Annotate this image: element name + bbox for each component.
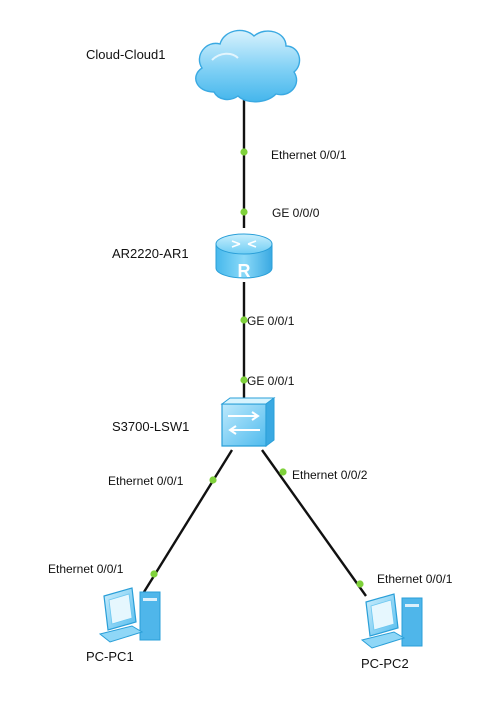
port-label-switch-eth001: Ethernet 0/0/1 (108, 474, 184, 488)
device-label-pc2: PC-PC2 (361, 656, 409, 671)
device-switch[interactable]: S3700-LSW1 (112, 397, 276, 447)
device-router[interactable]: R AR2220-AR1 (112, 233, 273, 281)
port-label-switch-ge001: GE 0/0/1 (247, 374, 295, 388)
svg-text:R: R (238, 261, 251, 281)
port-label-switch-eth002: Ethernet 0/0/2 (292, 468, 368, 482)
pc-icon (98, 587, 161, 643)
device-label-pc1: PC-PC1 (86, 649, 134, 664)
port-label-router-ge000: GE 0/0/0 (272, 206, 320, 220)
device-pc1[interactable]: PC-PC1 (86, 587, 161, 664)
port-label-pc2-eth001: Ethernet 0/0/1 (377, 572, 453, 586)
device-label-cloud: Cloud-Cloud1 (86, 47, 166, 62)
port-dot-router-ge000[interactable] (240, 208, 248, 216)
port-dot-router-ge001[interactable] (240, 316, 248, 324)
links (142, 100, 367, 597)
device-label-switch: S3700-LSW1 (112, 419, 189, 434)
device-pc2[interactable]: PC-PC2 (360, 593, 423, 671)
device-label-router: AR2220-AR1 (112, 246, 189, 261)
port-label-pc1-eth001: Ethernet 0/0/1 (48, 562, 124, 576)
port-dot-switch-ge001[interactable] (240, 376, 248, 384)
switch-icon (220, 397, 276, 447)
port-dots (150, 148, 364, 588)
device-cloud[interactable]: Cloud-Cloud1 (86, 29, 301, 103)
port-dot-switch-eth002[interactable] (279, 468, 287, 476)
cloud-icon (195, 29, 301, 103)
port-dot-cloud-eth001[interactable] (240, 148, 248, 156)
port-dot-pc1-eth001[interactable] (150, 570, 158, 578)
port-dot-pc2-eth001[interactable] (356, 580, 364, 588)
router-icon: R (215, 233, 273, 281)
link-switch-pc2[interactable] (261, 449, 367, 597)
port-labels: Ethernet 0/0/1 GE 0/0/0 GE 0/0/1 GE 0/0/… (48, 148, 453, 586)
link-switch-pc1[interactable] (142, 449, 234, 593)
pc-icon (360, 593, 423, 649)
port-label-router-ge001: GE 0/0/1 (247, 314, 295, 328)
port-label-cloud-eth001: Ethernet 0/0/1 (271, 148, 347, 162)
port-dot-switch-eth001[interactable] (209, 476, 217, 484)
